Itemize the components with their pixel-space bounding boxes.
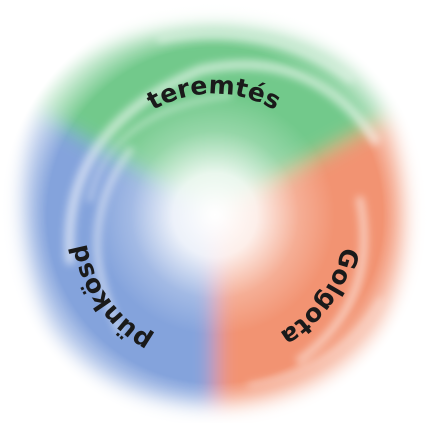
cycle-diagram: teremtés Golgota pünkösd bbox=[0, 0, 430, 423]
edge-fade bbox=[0, 0, 430, 423]
cycle-graphic: teremtés Golgota pünkösd bbox=[0, 0, 430, 423]
